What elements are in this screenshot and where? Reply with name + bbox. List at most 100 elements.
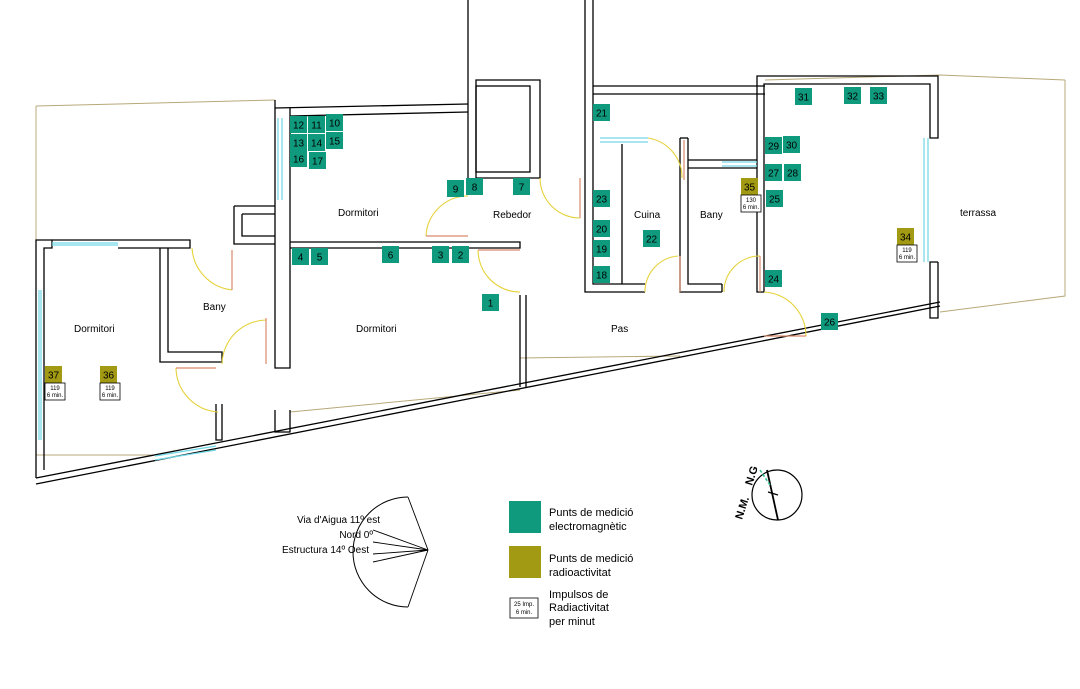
em-point-label: 22: [646, 235, 658, 246]
em-point-label: 1: [488, 299, 494, 310]
em-point-marker: [765, 270, 782, 287]
em-point-marker: [292, 248, 309, 265]
em-point-32: 32: [844, 87, 861, 104]
em-point-marker: [447, 180, 464, 197]
em-point-label: 7: [519, 183, 525, 194]
em-point-label: 17: [312, 157, 324, 168]
em-point-33: 33: [870, 87, 887, 104]
em-point-marker: [311, 248, 328, 265]
em-point-label: 11: [311, 121, 322, 132]
rad-point-marker: [100, 366, 117, 383]
impulse-count: 119: [105, 386, 115, 392]
legend-imp-line2: Radiactivitat: [549, 602, 609, 614]
em-point-label: 5: [317, 253, 323, 264]
em-point-6: 6: [382, 246, 399, 263]
impulse-unit: 6 min.: [743, 205, 760, 211]
em-point-label: 13: [293, 139, 305, 150]
em-point-marker: [290, 116, 307, 133]
em-point-28: 28: [784, 164, 801, 181]
em-point-label: 14: [311, 139, 323, 150]
legend: Punts de medició electromagnètic Punts d…: [509, 501, 633, 628]
em-point-marker: [432, 246, 449, 263]
em-point-label: 9: [453, 185, 459, 196]
em-point-31: 31: [795, 88, 812, 105]
rad-point-label: 36: [103, 371, 115, 382]
em-point-label: 12: [293, 121, 305, 132]
em-point-label: 26: [824, 318, 836, 329]
em-point-marker: [765, 137, 782, 154]
em-point-marker: [290, 150, 307, 167]
orientation-compass: Via d'Aigua 11º est Nord 0º Estructura 1…: [282, 496, 429, 608]
em-point-label: 23: [596, 195, 608, 206]
em-point-label: 30: [786, 141, 798, 152]
em-point-marker: [326, 132, 343, 149]
north-label-ng: N.G: [743, 465, 760, 487]
em-point-label: 16: [293, 155, 305, 166]
em-point-label: 8: [472, 183, 478, 194]
em-point-label: 29: [768, 142, 780, 153]
em-point-19: 19: [593, 240, 610, 257]
em-point-label: 33: [873, 92, 885, 103]
impulse-unit: 6 min.: [102, 393, 119, 399]
em-point-24: 24: [765, 270, 782, 287]
room-label-terrassa: terrassa: [960, 208, 997, 219]
em-point-marker: [308, 134, 325, 151]
legend-imp-line1: Impulsos de: [549, 589, 608, 601]
room-label-rebedor: Rebedor: [493, 210, 532, 221]
rad-point-label: 34: [900, 233, 912, 244]
impulse-count: 119: [902, 248, 912, 254]
em-point-marker: [593, 190, 610, 207]
rad-point-label: 37: [48, 371, 60, 382]
em-point-10: 10: [326, 114, 343, 131]
em-point-label: 21: [596, 109, 608, 120]
em-point-marker: [795, 88, 812, 105]
em-point-8: 8: [466, 178, 483, 195]
em-point-label: 31: [798, 93, 810, 104]
em-point-marker: [784, 164, 801, 181]
em-point-26: 26: [821, 313, 838, 330]
em-point-2: 2: [452, 246, 469, 263]
em-point-18: 18: [593, 266, 610, 283]
em-point-14: 14: [308, 134, 325, 151]
em-point-label: 27: [768, 169, 780, 180]
em-point-label: 24: [768, 275, 780, 286]
em-point-13: 13: [290, 134, 307, 151]
compass-nord: Nord 0º: [339, 530, 373, 541]
em-point-5: 5: [311, 248, 328, 265]
em-point-marker: [513, 178, 530, 195]
legend-impulse-box-line2: 6 min.: [516, 610, 533, 616]
em-point-15: 15: [326, 132, 343, 149]
rad-point-marker: [897, 228, 914, 245]
em-point-marker: [466, 178, 483, 195]
em-point-marker: [593, 240, 610, 257]
room-label-dormitori-mid: Dormitori: [356, 324, 397, 335]
legend-swatch-electromagnetic: [509, 501, 541, 533]
em-point-marker: [290, 134, 307, 151]
em-point-label: 25: [769, 195, 781, 206]
em-point-label: 19: [596, 245, 608, 256]
impulse-count: 130: [746, 198, 757, 204]
legend-em-line1: Punts de medició: [549, 507, 633, 519]
em-point-marker: [382, 246, 399, 263]
compass-via-aigua: Via d'Aigua 11º est: [297, 515, 380, 526]
em-point-9: 9: [447, 180, 464, 197]
room-label-dormitori-left: Dormitori: [74, 324, 115, 335]
doors: [175, 137, 807, 413]
windows: [38, 118, 929, 461]
legend-imp-line3: per minut: [549, 616, 595, 628]
compass-estructura: Estructura 14º Oest: [282, 545, 369, 556]
walls: [35, 0, 941, 485]
em-point-label: 28: [787, 169, 799, 180]
em-point-27: 27: [765, 164, 782, 181]
em-point-29: 29: [765, 137, 782, 154]
legend-impulse-box: [509, 597, 539, 619]
